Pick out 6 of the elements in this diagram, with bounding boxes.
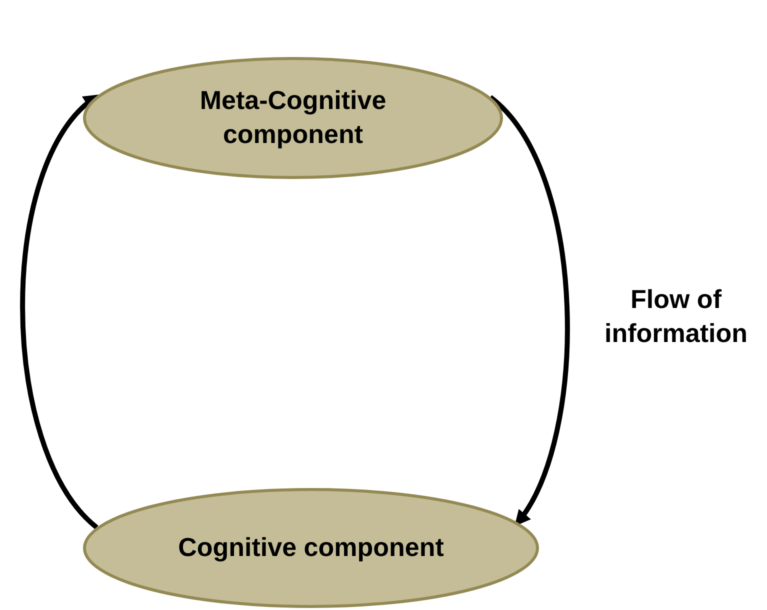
ellipse-node: [83, 57, 503, 179]
ellipse-node: [83, 488, 539, 608]
arrow: [20, 94, 100, 530]
arrow: [488, 95, 570, 527]
node-label: Meta-Cognitive component: [198, 84, 388, 151]
node-label: Cognitive component: [177, 531, 445, 564]
